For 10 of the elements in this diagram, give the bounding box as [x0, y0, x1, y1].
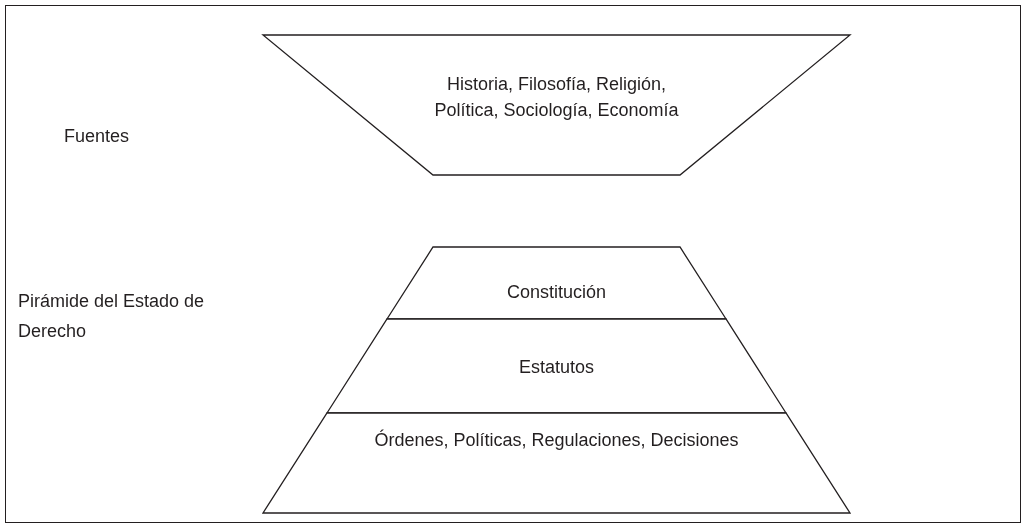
trapezoid-band [327, 319, 786, 413]
side-label: Pirámide del Estado de Derecho [18, 290, 206, 343]
band-text: Estatutos [518, 356, 594, 379]
band-text: Constitución [506, 281, 607, 304]
band-text: Historia, Filosofía, Religión, Política, Sociología, Economía [433, 73, 680, 122]
trapezoid-band [263, 35, 850, 175]
trapezoid-band [387, 247, 726, 319]
side-label: Fuentes [64, 125, 131, 148]
trapezoid-band [263, 413, 850, 513]
band-text: Órdenes, Políticas, Regulaciones, Decisiones [374, 428, 739, 452]
